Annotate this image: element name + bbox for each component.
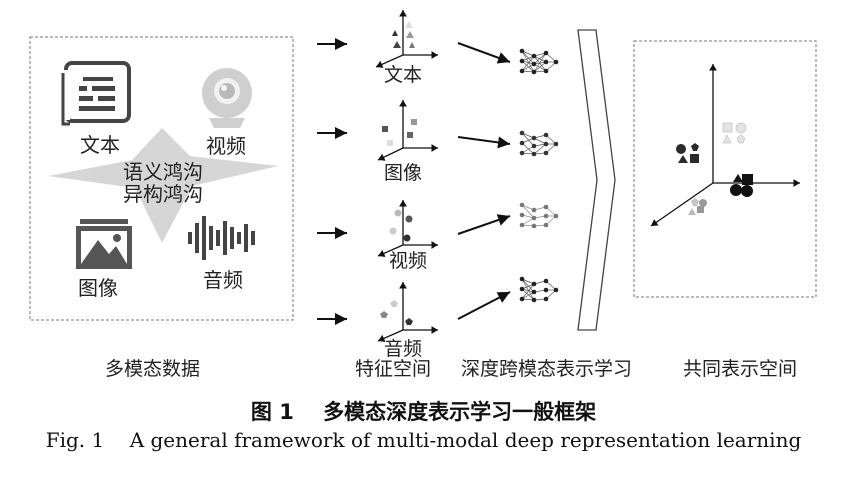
label-text: 文本 bbox=[80, 133, 120, 157]
feature-to-network-arrows bbox=[457, 42, 511, 320]
cluster-dark-center bbox=[730, 174, 753, 197]
neural-network-icon bbox=[519, 276, 559, 303]
neural-network-icon bbox=[519, 130, 559, 157]
caption-en-title: A general framework of multi-modal deep … bbox=[129, 428, 802, 452]
feature-space-text bbox=[375, 10, 438, 68]
feature-label-audio: 音频 bbox=[384, 338, 423, 360]
label-heterogeneous-gap: 异构鸿沟 bbox=[123, 182, 203, 206]
gap-star bbox=[48, 128, 278, 243]
feature-points-audio bbox=[380, 300, 413, 325]
fusion-chevron bbox=[577, 29, 616, 331]
caption-zh-number: 图 1 bbox=[250, 400, 294, 424]
common-space-box bbox=[633, 40, 817, 298]
feature-label-text: 文本 bbox=[384, 64, 423, 86]
feature-points-video bbox=[389, 209, 413, 242]
feature-space-audio bbox=[377, 282, 438, 342]
cluster-light bbox=[722, 122, 747, 144]
feature-label-video: 视频 bbox=[389, 250, 428, 272]
document-icon bbox=[60, 61, 131, 126]
audio-wave-icon bbox=[188, 216, 255, 260]
feature-points-image bbox=[382, 119, 417, 146]
feature-label-image: 图像 bbox=[384, 162, 423, 184]
common-space-axes bbox=[650, 64, 800, 227]
caption-en-number: Fig. 1 bbox=[45, 428, 105, 452]
neural-network-icon bbox=[519, 202, 559, 229]
section-label-feature-space: 特征空间 bbox=[355, 358, 432, 380]
caption-zh: 图 1 多模态深度表示学习一般框架 bbox=[0, 396, 847, 426]
feature-space-image bbox=[377, 100, 438, 161]
webcam-icon bbox=[202, 68, 252, 128]
caption-zh-title: 多模态深度表示学习一般框架 bbox=[323, 400, 597, 424]
neural-network-icon bbox=[519, 48, 559, 75]
cluster-dark-left bbox=[676, 143, 699, 163]
label-video: 视频 bbox=[206, 134, 246, 158]
section-label-common-space: 共同表示空间 bbox=[683, 358, 798, 380]
feature-points-text bbox=[392, 21, 415, 48]
image-icon bbox=[76, 219, 132, 269]
multimodal-data-box bbox=[29, 36, 294, 321]
feature-space-video bbox=[377, 200, 438, 257]
label-semantic-gap: 语义鸿沟 bbox=[123, 160, 203, 184]
section-label-multimodal-data: 多模态数据 bbox=[105, 358, 201, 380]
input-arrows bbox=[317, 38, 347, 325]
cluster-grey bbox=[688, 198, 707, 215]
caption-en: Fig. 1 A general framework of multi-moda… bbox=[0, 428, 847, 452]
label-audio: 音频 bbox=[203, 268, 243, 292]
section-label-deep-cross-modal: 深度跨模态表示学习 bbox=[461, 358, 633, 380]
label-image: 图像 bbox=[78, 276, 118, 300]
